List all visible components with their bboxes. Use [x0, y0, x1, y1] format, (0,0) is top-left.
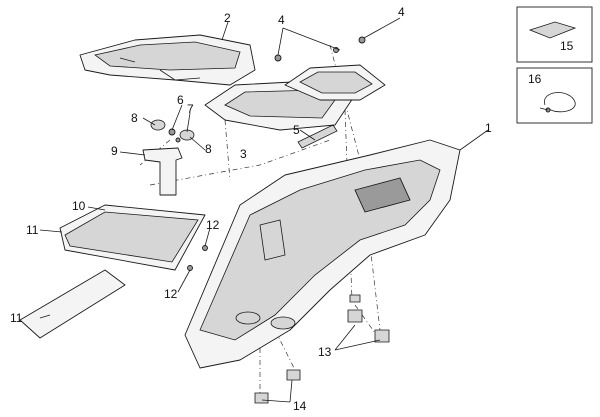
callout-15: 15 [560, 39, 574, 53]
callout-labels: 1 2 3 4 4 5 6 7 8 8 9 10 11 11 12 12 13 … [10, 5, 574, 413]
inset-15 [516, 6, 593, 63]
main-body-part [184, 139, 461, 369]
bracket-part [142, 147, 183, 196]
inset-16 [516, 67, 593, 124]
screw-parts [274, 36, 366, 62]
callout-3: 3 [240, 147, 247, 161]
bar-part [297, 124, 338, 149]
callout-8b: 8 [205, 142, 212, 156]
upper-cover-part [79, 34, 256, 86]
callout-8a: 8 [131, 111, 138, 125]
callout-2: 2 [224, 11, 231, 25]
callout-12a: 12 [206, 218, 220, 232]
callout-14: 14 [293, 399, 307, 413]
callout-12b: 12 [164, 287, 178, 301]
callout-9: 9 [111, 144, 118, 158]
callout-11a: 11 [26, 223, 39, 237]
small-screw-parts [187, 245, 208, 271]
callout-4b: 4 [398, 5, 405, 19]
callout-7: 7 [187, 102, 194, 116]
callout-13: 13 [318, 345, 332, 359]
callout-5: 5 [293, 123, 300, 137]
callout-16: 16 [528, 72, 542, 86]
callout-1: 1 [485, 121, 492, 135]
pad-part [59, 204, 206, 271]
callout-10: 10 [72, 199, 86, 213]
callout-leaders [39, 17, 549, 403]
callout-4a: 4 [278, 13, 285, 27]
mat-part [19, 269, 126, 339]
callout-6: 6 [177, 93, 184, 107]
rear-hood-part [284, 64, 386, 101]
callout-11b: 11 [10, 311, 23, 325]
foot-parts [347, 294, 390, 343]
